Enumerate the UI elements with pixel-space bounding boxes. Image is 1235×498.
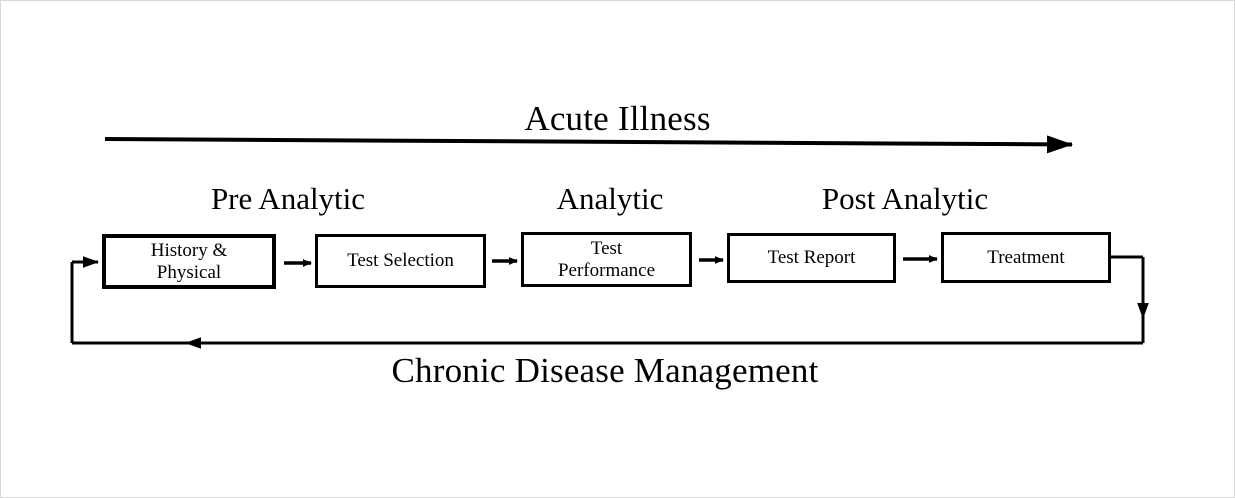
feedback-loop-chronic-disease — [70, 255, 1149, 349]
node-history-physical-line2: Physical — [156, 261, 222, 283]
phase-label-analytic: Analytic — [556, 181, 664, 216]
acute-illness-title: Acute Illness — [524, 99, 711, 138]
node-test-performance[interactable]: Test Performance — [521, 232, 692, 287]
node-test-report-line1: Test Report — [767, 247, 856, 268]
node-test-selection[interactable]: Test Selection — [315, 234, 486, 288]
phase-label-pre-analytic: Pre Analytic — [210, 181, 366, 216]
node-treatment[interactable]: Treatment — [941, 232, 1111, 283]
node-test-report[interactable]: Test Report — [727, 233, 896, 283]
node-history-physical[interactable]: History & Physical — [102, 234, 276, 289]
node-test-selection-line1: Test Selection — [347, 250, 454, 271]
chronic-disease-management-title: Chronic Disease Management — [391, 351, 819, 390]
node-history-physical-line1: History & — [150, 239, 228, 261]
phase-label-post-analytic: Post Analytic — [821, 181, 989, 216]
node-test-performance-line1: Test — [590, 237, 623, 259]
arrow-acute-illness-timeline — [104, 135, 1073, 154]
node-test-performance-line2: Performance — [557, 259, 656, 281]
node-treatment-line1: Treatment — [987, 246, 1065, 268]
